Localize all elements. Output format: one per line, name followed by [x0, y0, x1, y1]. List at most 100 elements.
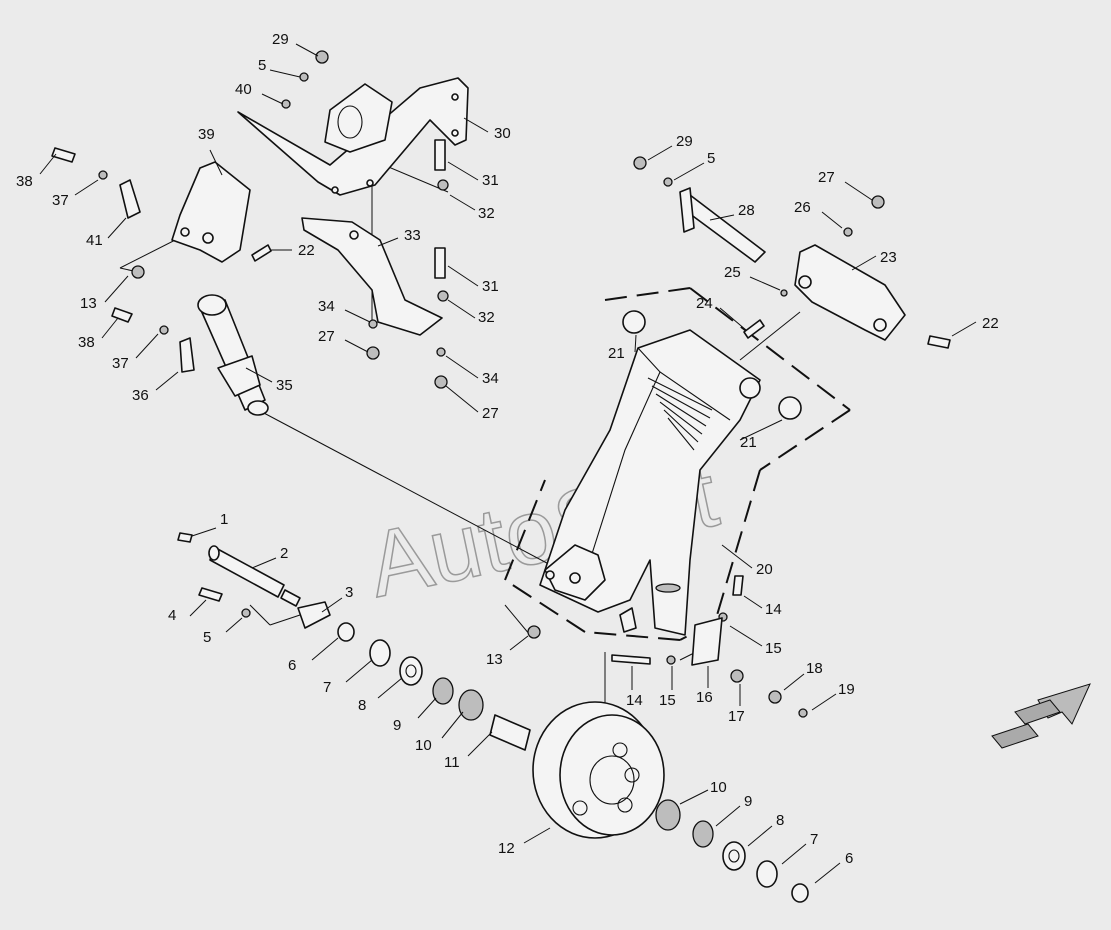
- callout-label-13: 13: [80, 295, 97, 312]
- callout-label-32: 32: [478, 205, 495, 222]
- callout-label-21: 21: [740, 434, 757, 451]
- callout-label-16: 16: [696, 689, 713, 706]
- callout-leader-37: [135, 333, 159, 359]
- callout-label-28: 28: [738, 202, 755, 219]
- callout-label-32: 32: [478, 309, 495, 326]
- callout-leader-1: [191, 527, 217, 537]
- callout-label-14: 14: [765, 601, 782, 618]
- callout-label-18: 18: [806, 660, 823, 677]
- callout-label-29: 29: [272, 31, 289, 48]
- callout-leader-11: [467, 731, 493, 757]
- callout-label-22: 22: [298, 242, 315, 259]
- callout-label-27: 27: [482, 405, 499, 422]
- callout-label-30: 30: [494, 125, 511, 142]
- callout-label-3: 3: [345, 584, 353, 601]
- callout-label-14: 14: [626, 692, 643, 709]
- callout-leader-40: [261, 93, 284, 105]
- callout-label-20: 20: [756, 561, 773, 578]
- callout-label-7: 7: [810, 831, 818, 848]
- callout-label-41: 41: [86, 232, 103, 249]
- callout-label-1: 1: [220, 511, 228, 528]
- callout-leader-41: [107, 217, 127, 239]
- callout-leader-34: [344, 309, 371, 323]
- callout-label-25: 25: [724, 264, 741, 281]
- callout-label-5: 5: [258, 57, 266, 74]
- callout-label-33: 33: [404, 227, 421, 244]
- callout-label-29: 29: [676, 133, 693, 150]
- callout-label-15: 15: [765, 640, 782, 657]
- main-fork-body: [539, 329, 761, 636]
- callout-leader-31: [447, 161, 479, 181]
- callout-leader-13: [104, 275, 129, 303]
- callout-label-7: 7: [323, 679, 331, 696]
- callout-leader-9: [417, 697, 437, 719]
- callout-leader-2: [251, 557, 277, 569]
- callout-leader-35: [245, 367, 273, 383]
- callout-label-6: 6: [288, 657, 296, 674]
- callout-leader-7: [781, 843, 807, 865]
- callout-label-38: 38: [16, 173, 33, 190]
- callout-leader-36: [155, 371, 179, 391]
- callout-leader-14: [743, 595, 763, 609]
- callout-leader-7: [345, 659, 373, 683]
- callout-label-5: 5: [203, 629, 211, 646]
- callout-label-15: 15: [659, 692, 676, 709]
- callout-label-12: 12: [498, 840, 515, 857]
- callout-leader-13: [509, 635, 529, 651]
- plate-33: [301, 217, 443, 336]
- callout-label-27: 27: [818, 169, 835, 186]
- callout-label-9: 9: [393, 717, 401, 734]
- callout-label-37: 37: [52, 192, 69, 209]
- callout-label-37: 37: [112, 355, 129, 372]
- bracket-23: [679, 187, 906, 341]
- callout-leader-8: [747, 825, 773, 847]
- callout-label-31: 31: [482, 278, 499, 295]
- callout-leader-24: [719, 307, 747, 331]
- callout-leader-31: [447, 265, 479, 287]
- callout-leader-39: [209, 149, 223, 176]
- strut-35: [197, 294, 269, 416]
- callout-label-5: 5: [707, 150, 715, 167]
- callout-leader-5: [269, 69, 301, 78]
- callout-leader-5: [673, 162, 705, 181]
- callout-label-4: 4: [168, 607, 176, 624]
- callout-label-39: 39: [198, 126, 215, 143]
- callout-label-17: 17: [728, 708, 745, 725]
- callout-label-21: 21: [608, 345, 625, 362]
- callout-leader-5: [225, 617, 243, 633]
- hardware: [51, 50, 951, 718]
- callout-leader-20: [721, 544, 753, 569]
- callout-label-31: 31: [482, 172, 499, 189]
- callout-leader-33: [377, 237, 399, 247]
- callout-label-23: 23: [880, 249, 897, 266]
- callout-label-26: 26: [794, 199, 811, 216]
- callout-leader-29: [295, 43, 319, 57]
- callout-label-27: 27: [318, 328, 335, 345]
- callout-label-34: 34: [482, 370, 499, 387]
- callout-label-8: 8: [776, 812, 784, 829]
- callout-label-2: 2: [280, 545, 288, 562]
- callout-leader-28: [709, 214, 735, 221]
- callout-leader-3: [321, 597, 343, 613]
- callout-label-13: 13: [486, 651, 503, 668]
- callout-leader-9: [715, 805, 741, 827]
- callout-leader-8: [377, 677, 403, 699]
- callout-leader-22: [951, 321, 977, 337]
- callout-leader-4: [189, 599, 207, 617]
- callout-leader-27: [344, 339, 369, 353]
- callout-leader-27: [844, 181, 873, 201]
- callout-label-35: 35: [276, 377, 293, 394]
- callout-label-24: 24: [696, 295, 713, 312]
- callout-label-22: 22: [982, 315, 999, 332]
- callout-leader-6: [311, 637, 339, 661]
- callout-leader-10: [441, 711, 464, 739]
- callout-label-38: 38: [78, 334, 95, 351]
- callout-label-10: 10: [710, 779, 727, 796]
- callout-label-11: 11: [444, 754, 460, 771]
- callout-leader-29: [647, 145, 673, 161]
- callout-leader-30: [463, 117, 489, 133]
- axle-and-wheel: [208, 545, 809, 903]
